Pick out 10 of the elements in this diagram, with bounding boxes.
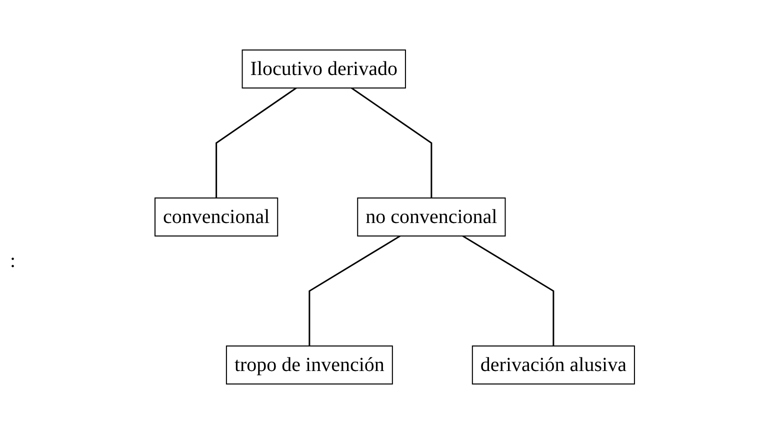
connector (308, 235, 401, 346)
connector (351, 87, 432, 198)
node-box: convencional (154, 198, 278, 236)
node-box: Ilocutivo derivado (242, 50, 406, 88)
connector (462, 235, 554, 346)
colon-mark: : (10, 250, 16, 273)
node-box: no convencional (357, 198, 506, 236)
node-box: tropo de invención (226, 345, 394, 384)
node-box: derivación alusiva (472, 345, 636, 384)
connector (216, 87, 297, 198)
